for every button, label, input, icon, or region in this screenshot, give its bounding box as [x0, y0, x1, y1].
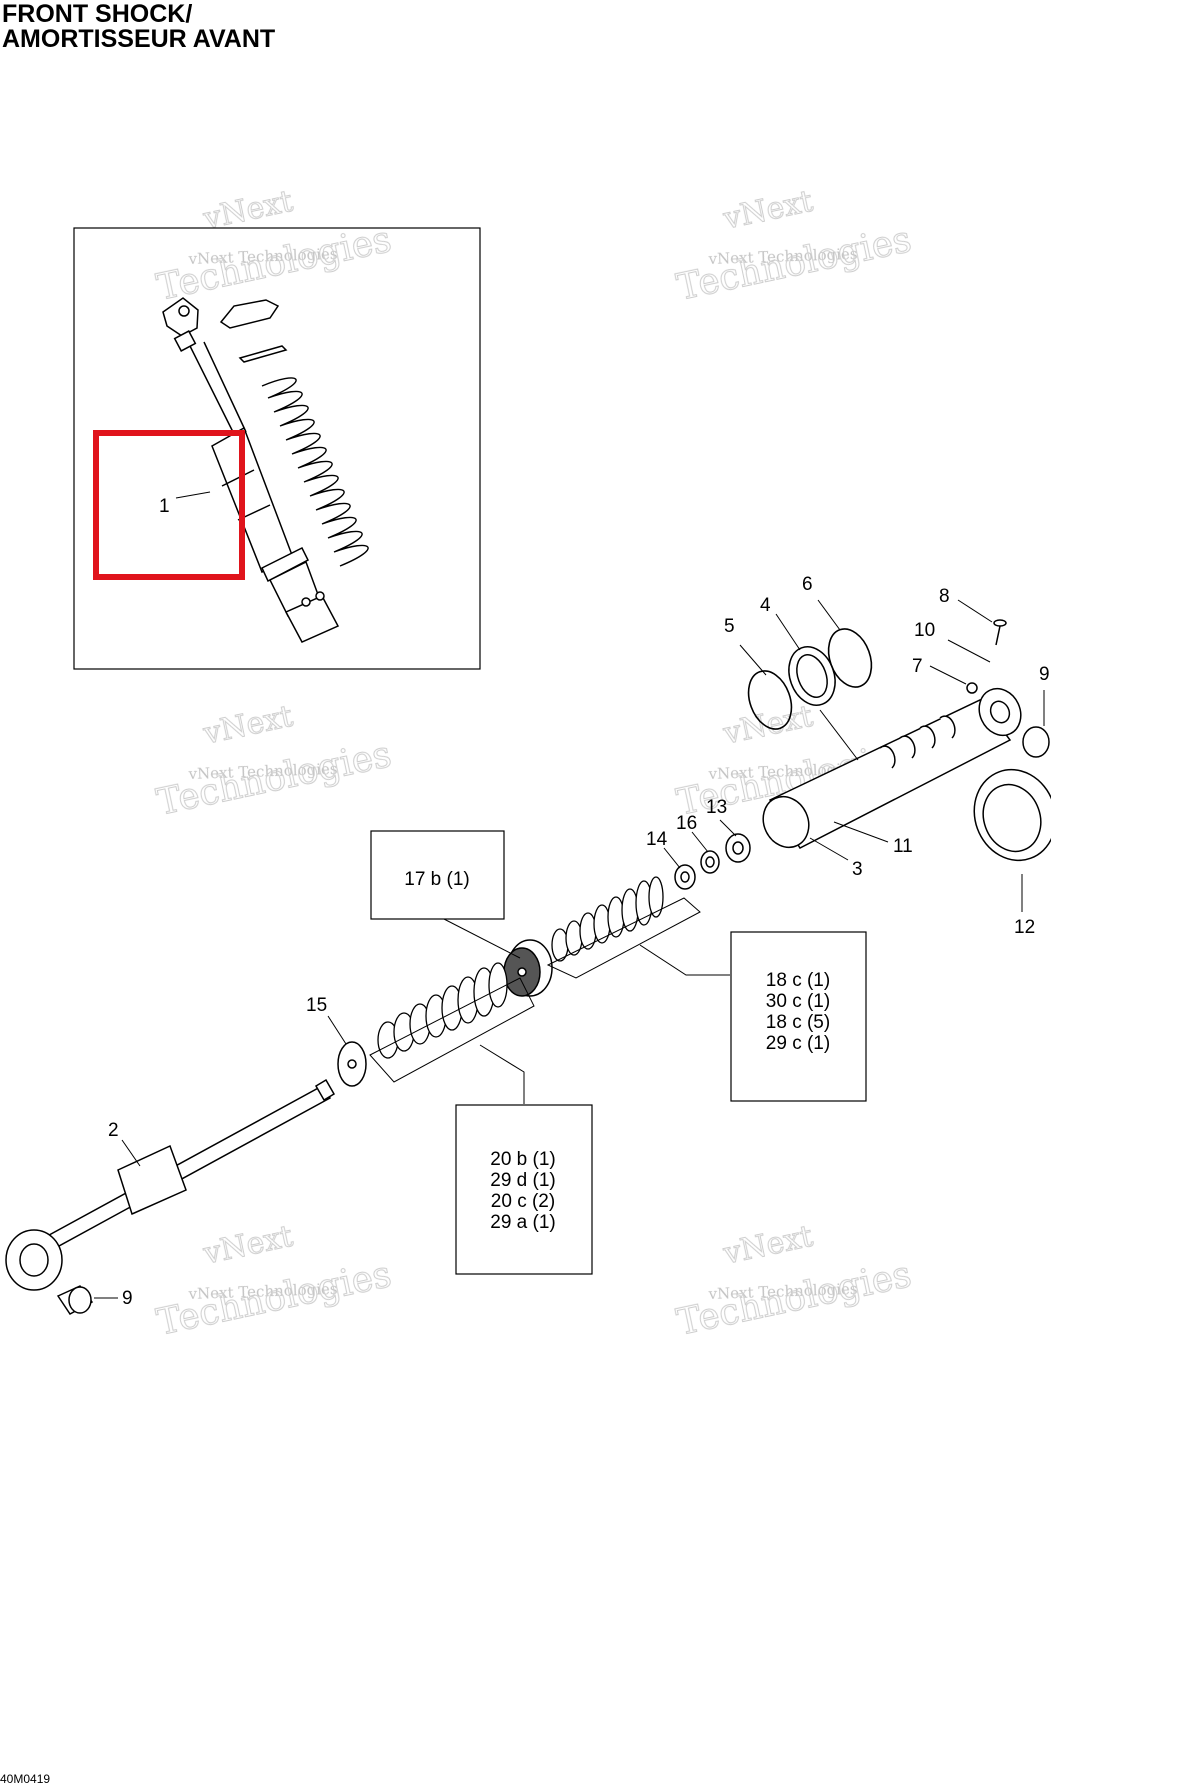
callout-6: 6	[802, 574, 813, 595]
watermark-text: vNext	[720, 184, 816, 237]
nut-part-7	[966, 682, 978, 694]
kit-box-20: 20 b (1) 29 d (1) 20 c (2) 29 a (1)	[455, 1104, 593, 1275]
callout-2: 2	[108, 1120, 119, 1141]
nut-part-13	[725, 833, 751, 863]
callout-14: 14	[646, 829, 668, 850]
assembly-inset-frame	[73, 227, 481, 670]
washer-part-15	[337, 1041, 367, 1087]
bearing-part-4	[788, 646, 836, 706]
watermark-text: Technologies	[153, 1254, 395, 1344]
watermark-text: vNext	[720, 699, 816, 752]
callout-1: 1	[159, 496, 170, 517]
watermark-text: vNext	[200, 699, 296, 752]
callout-3: 3	[852, 859, 863, 880]
kit-box-line: 18 c (1)	[766, 970, 830, 991]
callout-9-upper: 9	[1039, 664, 1050, 685]
shock-body-part-3	[762, 687, 1022, 849]
callout-5: 5	[724, 616, 735, 637]
coil-spring-inset	[261, 377, 369, 567]
piston-part-17	[503, 939, 553, 997]
exploded-parts-diagram: vNext vNext Technologies Technologies vN…	[5, 183, 1051, 1344]
shim-stack-lower	[377, 962, 508, 1059]
ring-part-5	[747, 670, 793, 730]
drawing-code: 40M0419	[0, 1772, 51, 1786]
kit-box-line: 20 b (1)	[490, 1149, 555, 1170]
shaft-part-2	[5, 1078, 336, 1291]
washer-part-16	[700, 850, 720, 874]
callout-11: 11	[893, 836, 913, 857]
watermark-text: Technologies	[673, 1254, 915, 1344]
kit-box-line: 18 c (5)	[766, 1012, 830, 1033]
kit-box-line: 29 a (1)	[490, 1212, 555, 1233]
adjuster-collar-part-12	[973, 768, 1051, 862]
watermark: vNext vNext Technologies Technologies	[673, 183, 916, 309]
callout-13: 13	[706, 797, 727, 818]
diagram-title-line1: FRONT SHOCK/	[2, 0, 193, 28]
watermark-text: vNext Technologies	[187, 1280, 338, 1303]
watermark-text: vNext Technologies	[707, 1280, 858, 1303]
assembled-shock-illustration	[162, 297, 340, 643]
shim-stack-upper	[551, 876, 664, 962]
kit-box-18: 18 c (1) 30 c (1) 18 c (5) 29 c (1)	[730, 931, 867, 1102]
leader-line	[175, 491, 211, 499]
watermark-text: vNext Technologies	[707, 245, 858, 268]
callout-leaders	[94, 599, 1045, 1299]
bushing-part-9-lower	[56, 1285, 94, 1315]
watermark-text: Technologies	[673, 219, 915, 309]
watermark: vNext vNext Technologies Technologies	[153, 1218, 396, 1344]
watermark: vNext vNext Technologies Technologies	[153, 698, 396, 824]
watermark-text: Technologies	[153, 734, 395, 824]
watermark: vNext vNext Technologies Technologies	[673, 1218, 916, 1344]
callout-7: 7	[912, 656, 923, 677]
diagram-title-line2: AMORTISSEUR AVANT	[2, 25, 276, 53]
kit-box-line: 17 b (1)	[404, 869, 469, 890]
watermark-text: vNext	[200, 1219, 296, 1272]
kit-box-line: 29 c (1)	[766, 1033, 830, 1054]
watermark-text: vNext	[720, 1219, 816, 1272]
kit-box-line: 29 d (1)	[490, 1170, 555, 1191]
highlight-box	[93, 430, 245, 580]
callout-9-lower: 9	[122, 1288, 133, 1309]
kit-box-line: 30 c (1)	[766, 991, 830, 1012]
callout-15: 15	[306, 995, 327, 1016]
callout-16: 16	[676, 813, 697, 834]
bushing-part-9	[1022, 726, 1050, 758]
watermark-text: vNext Technologies	[187, 760, 338, 783]
callout-8: 8	[939, 586, 950, 607]
kit-box-line: 20 c (2)	[491, 1191, 555, 1212]
watermark-text: vNext Technologies	[187, 245, 338, 268]
callout-10: 10	[914, 620, 935, 641]
watermark: vNext vNext Technologies Technologies	[153, 183, 396, 309]
group-bracket-lines	[369, 897, 730, 1104]
screw-part-8	[993, 619, 1007, 646]
callout-4: 4	[760, 595, 771, 616]
washer-part-14	[674, 864, 696, 890]
watermark-text: vNext	[200, 184, 296, 237]
kit-box-17: 17 b (1)	[370, 830, 505, 920]
callout-12: 12	[1014, 917, 1035, 938]
watermark-text: Technologies	[153, 219, 395, 309]
